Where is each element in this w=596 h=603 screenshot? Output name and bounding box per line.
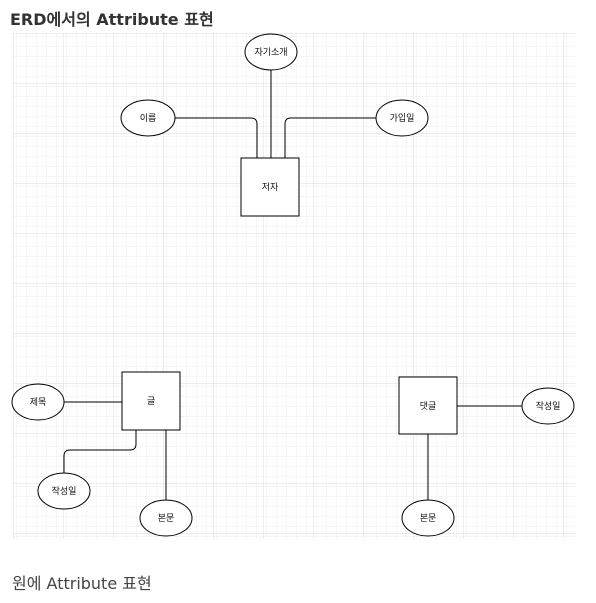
attribute-comment-date[interactable]: 작성일 <box>521 387 575 425</box>
attribute-label: 본문 <box>420 513 437 524</box>
attribute-post-date[interactable]: 작성일 <box>37 472 91 510</box>
attribute-label: 작성일 <box>52 486 77 497</box>
attribute-label: 자기소개 <box>254 47 287 58</box>
attribute-label: 본문 <box>158 513 175 524</box>
entity-comment[interactable]: 댓글 <box>398 376 458 435</box>
entity-post[interactable]: 글 <box>121 371 181 431</box>
attribute-label: 가입일 <box>390 112 415 124</box>
entity-label: 댓글 <box>420 401 437 412</box>
grid-background <box>13 33 575 539</box>
attribute-intro[interactable]: 자기소개 <box>244 33 298 71</box>
attribute-label: 이름 <box>140 113 157 124</box>
section-caption: 원에 Attribute 표현 <box>12 574 152 593</box>
connector-author-name <box>175 117 258 158</box>
attribute-post-body[interactable]: 본문 <box>139 499 193 537</box>
connector-author-joindate <box>284 117 376 158</box>
connectors <box>63 70 522 500</box>
attribute-name[interactable]: 이름 <box>120 99 176 137</box>
attribute-post-title[interactable]: 제목 <box>11 383 65 421</box>
attribute-label: 제목 <box>30 397 47 408</box>
attribute-comment-body[interactable]: 본문 <box>401 499 455 537</box>
connector-post-date <box>63 430 137 473</box>
attribute-label: 작성일 <box>536 401 561 412</box>
entity-label: 글 <box>147 396 155 407</box>
page-title: ERD에서의 Attribute 표현 <box>10 10 214 29</box>
attribute-joindate[interactable]: 가입일 <box>375 99 429 137</box>
entity-label: 저자 <box>262 182 279 193</box>
entity-author[interactable]: 저자 <box>240 157 300 217</box>
